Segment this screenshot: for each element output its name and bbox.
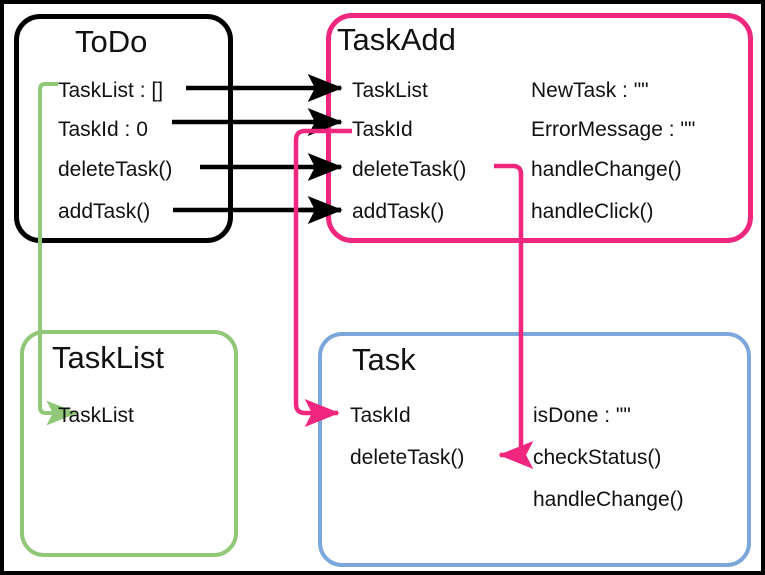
connector-taskadd-deletetask-to-task-deletetask	[494, 163, 534, 469]
todo-member-tasklist: TaskList : []	[58, 79, 164, 102]
taskadd-member-taskid: TaskId	[352, 118, 413, 141]
taskadd-member-errormessage: ErrorMessage : ""	[531, 118, 696, 141]
task-member-isdone: isDone : ""	[533, 404, 631, 427]
connector-todo-tasklist-to-tasklist-tasklist	[38, 82, 78, 426]
taskadd-member-newtask: NewTask : ""	[531, 79, 649, 102]
taskadd-member-handlechange: handleChange()	[531, 158, 682, 181]
box-title-tasklist: TaskList	[52, 340, 164, 375]
component-box-tasklist	[20, 330, 238, 557]
taskadd-member-handleclick: handleClick()	[531, 200, 654, 223]
todo-member-deletetask: deleteTask()	[58, 158, 173, 181]
task-member-deletetask: deleteTask()	[350, 446, 465, 469]
box-title-todo: ToDo	[75, 24, 148, 59]
component-box-task	[318, 332, 751, 567]
task-member-handlechange: handleChange()	[533, 488, 684, 511]
component-box-todo	[14, 14, 233, 243]
tasklist-member-tasklist: TaskList	[58, 404, 134, 427]
box-title-task: Task	[352, 342, 416, 377]
taskadd-member-tasklist: TaskList	[352, 79, 428, 102]
task-member-checkstatus: checkStatus()	[533, 446, 662, 469]
taskadd-member-addtask: addTask()	[352, 200, 445, 223]
connector-taskadd-taskid-to-task-taskid	[293, 128, 352, 427]
task-member-taskid: TaskId	[350, 404, 411, 427]
box-title-taskadd: TaskAdd	[337, 22, 456, 57]
todo-member-addtask: addTask()	[58, 200, 151, 223]
todo-member-taskid: TaskId : 0	[58, 118, 148, 141]
taskadd-member-deletetask: deleteTask()	[352, 158, 467, 181]
